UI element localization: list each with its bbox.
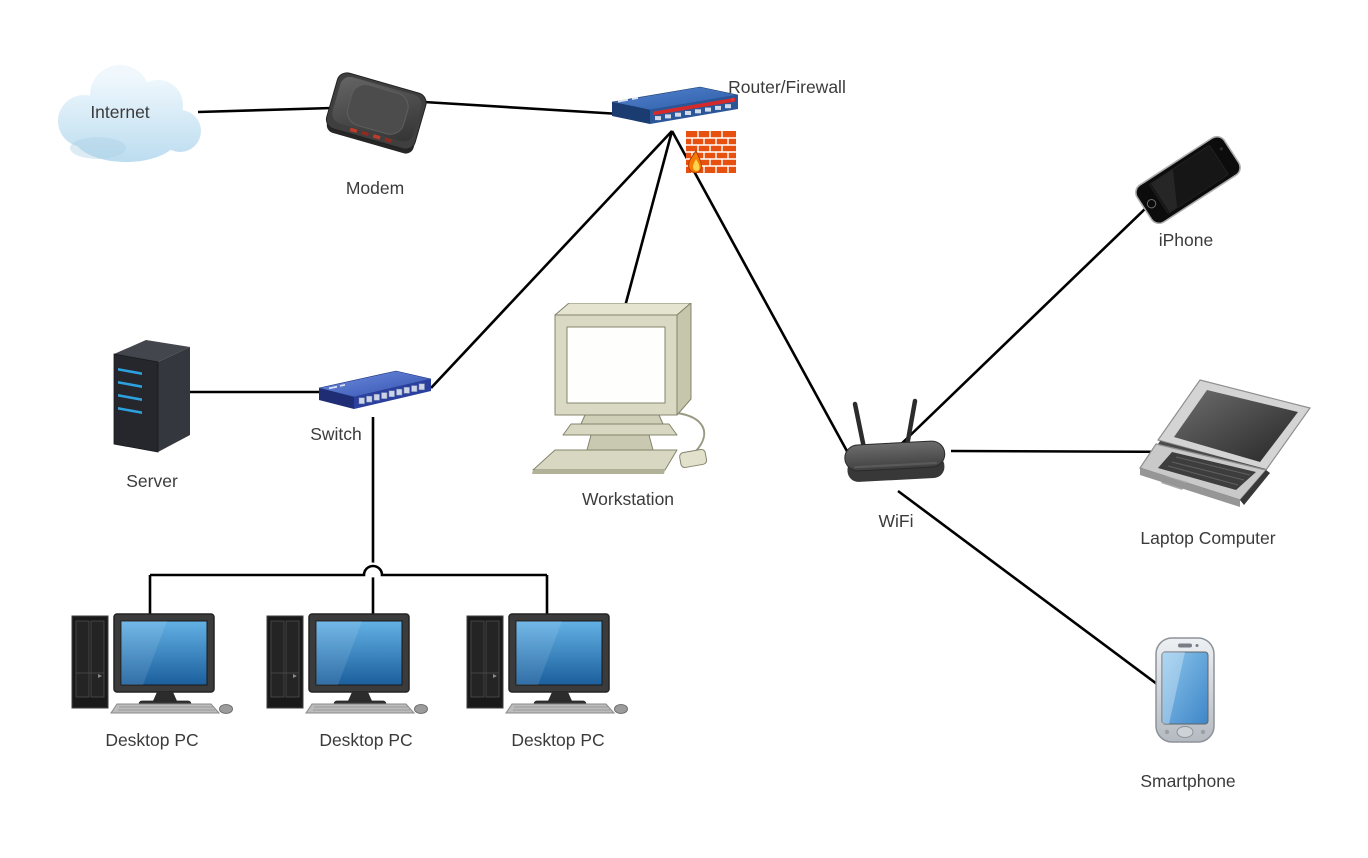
edge-wifi-smartphone (897, 489, 1166, 692)
server-label: Server (126, 471, 178, 491)
modem-label: Modem (345, 178, 405, 198)
server-icon (106, 334, 198, 465)
switch-icon (316, 364, 434, 427)
edge-internet-modem (197, 106, 333, 114)
firewall-bricks-icon (684, 129, 739, 182)
edge-router-wifi (670, 130, 850, 454)
smartphone-icon (1152, 636, 1222, 753)
edge-router-workstation (621, 130, 674, 315)
desktop-pc-icon (70, 610, 234, 721)
laptop-icon (1138, 378, 1318, 521)
edge-modem-router (423, 100, 621, 116)
wifi-router-icon (834, 398, 956, 499)
desktop-pc-icon (465, 610, 629, 721)
iphone-icon (1126, 128, 1251, 233)
router-firewall-label: Router/Firewall (728, 77, 846, 97)
desktop-pc-2-label: Desktop PC (319, 730, 413, 750)
laptop-label: Laptop Computer (1140, 528, 1276, 548)
router-icon (608, 84, 740, 141)
switch-label: Switch (310, 424, 362, 444)
wifi-label: WiFi (878, 511, 914, 531)
desktop-pc-icon (265, 610, 429, 721)
edge-router-switch (430, 130, 673, 389)
antenna-right (904, 398, 918, 449)
desktop-pc-1-label: Desktop PC (105, 730, 199, 750)
iphone-label: iPhone (1158, 230, 1214, 250)
edge-wifi-iphone (895, 206, 1148, 450)
internet-label: Internet (90, 102, 150, 122)
smartphone-label: Smartphone (1140, 771, 1236, 791)
desktop-pc-3-label: Desktop PC (511, 730, 605, 750)
internet-cloud-icon (42, 55, 204, 172)
edge-pc-branch-horizontal (150, 564, 547, 577)
workstation-icon (528, 302, 714, 480)
antenna-left (852, 401, 867, 451)
modem-icon (316, 70, 436, 163)
workstation-label: Workstation (581, 489, 675, 509)
